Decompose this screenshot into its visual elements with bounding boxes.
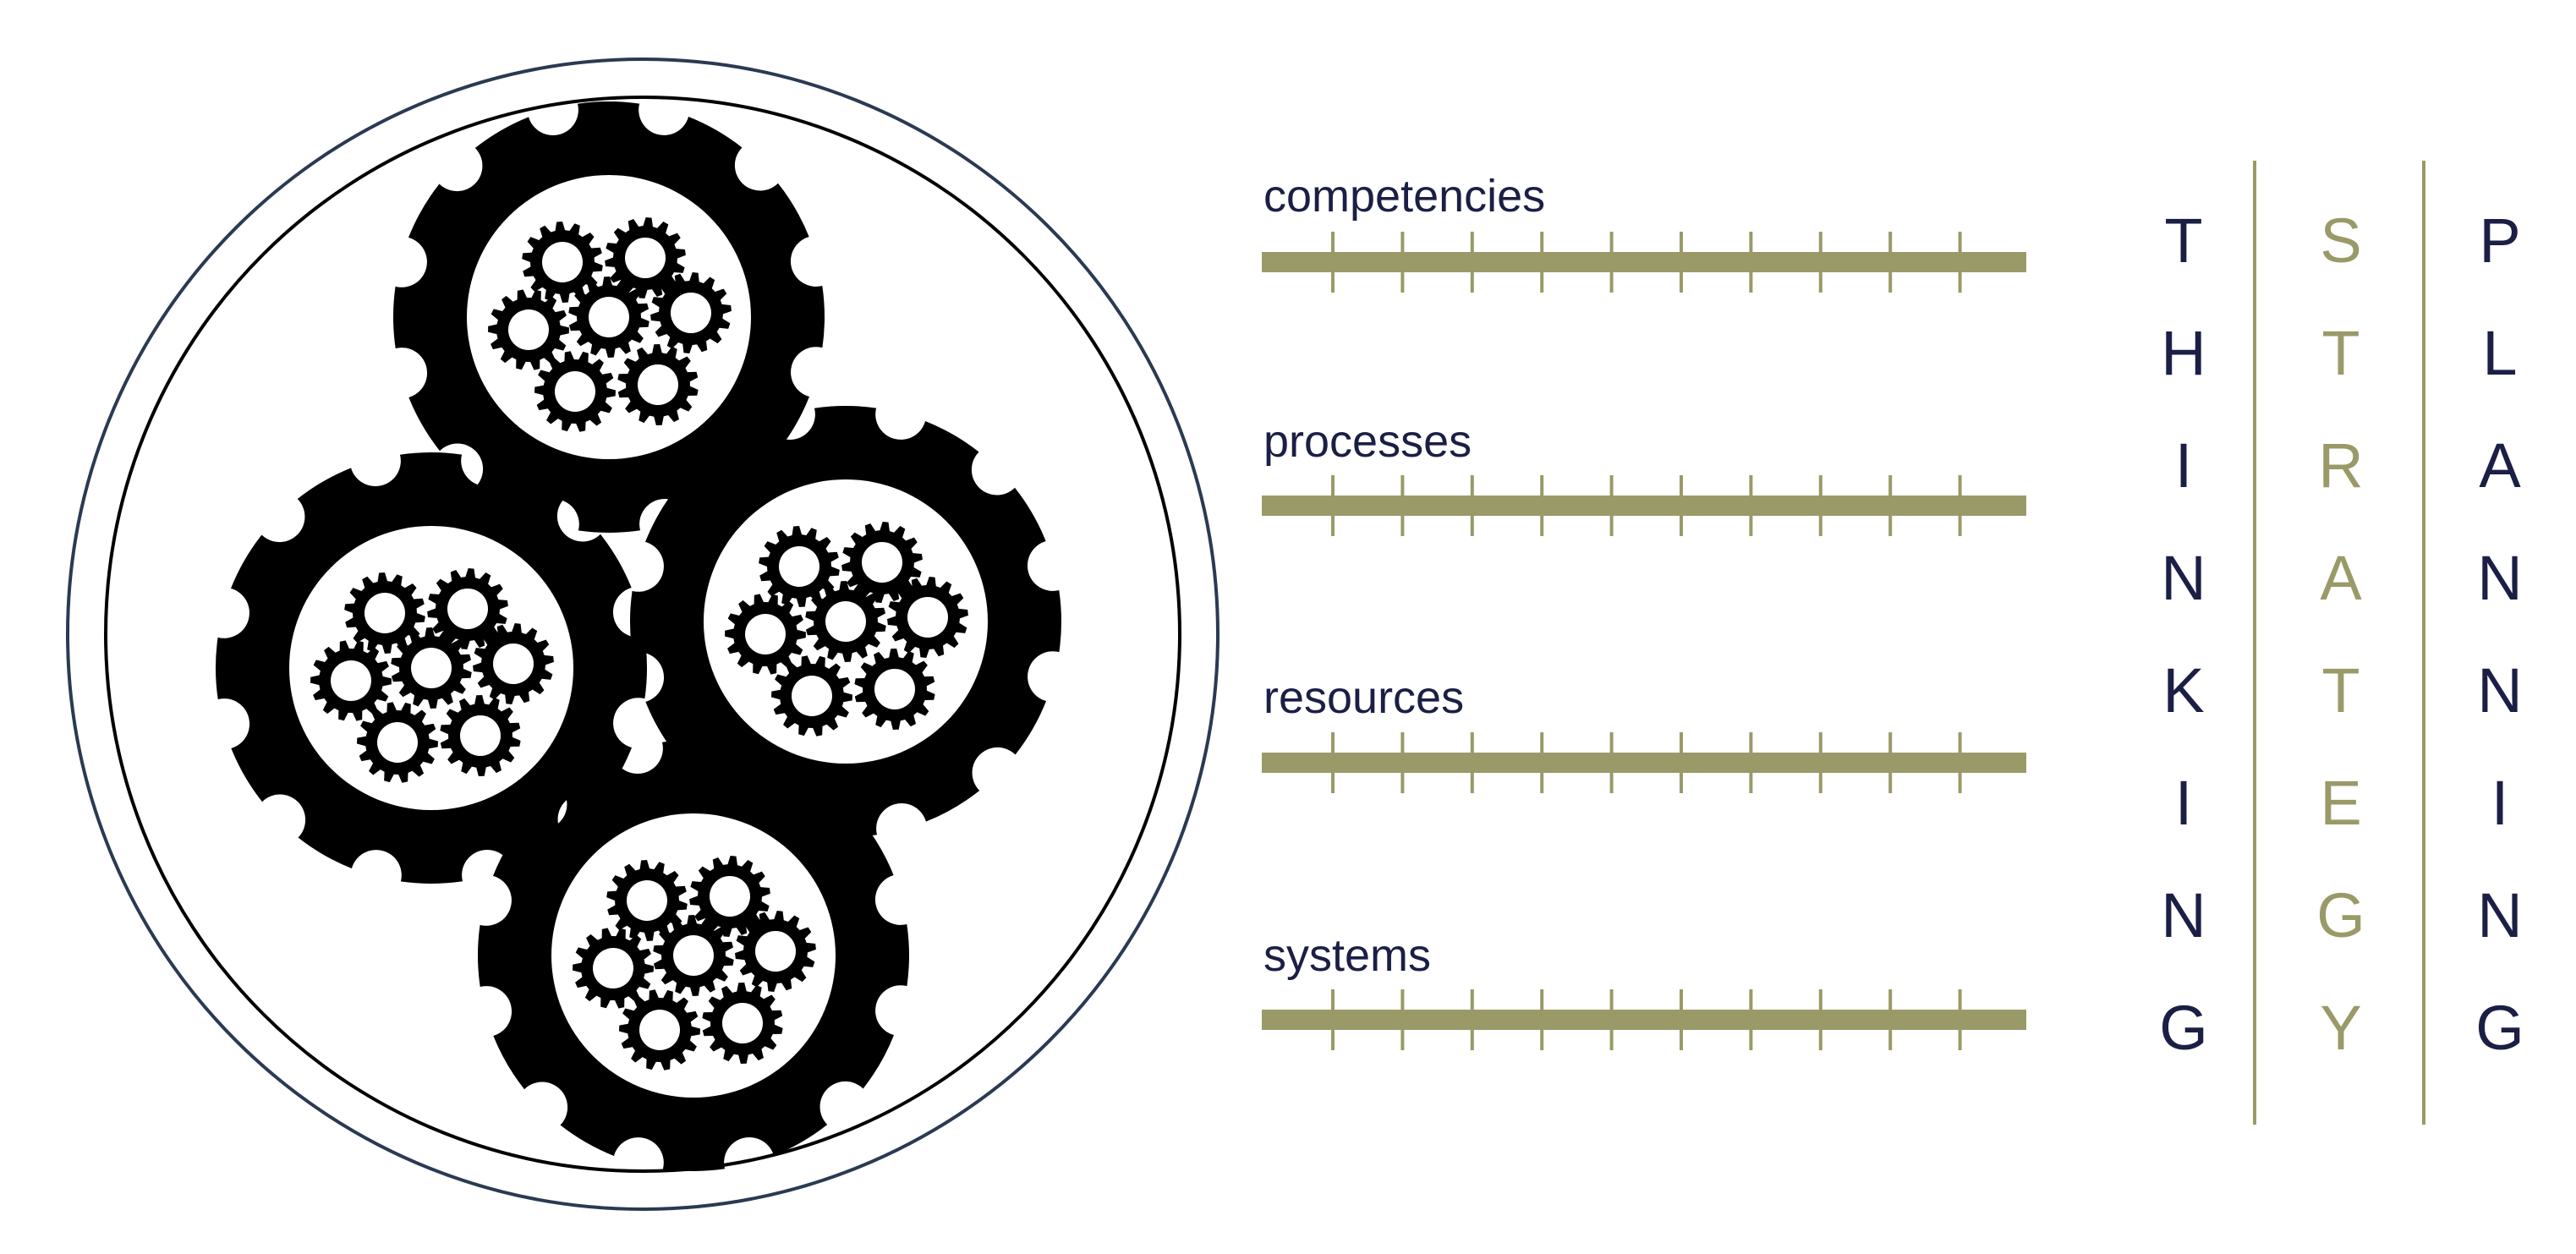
bar-label-systems: systems <box>1263 930 1431 981</box>
column-letter-planning: A <box>2479 430 2521 501</box>
column-letter-planning: N <box>2477 543 2522 613</box>
bar-label-competencies: competencies <box>1263 171 1545 222</box>
timeline-bar <box>1262 1010 2026 1030</box>
column-letter-thinking: I <box>2175 430 2193 501</box>
inner-ring <box>104 96 1181 1173</box>
bar-label-resources: resources <box>1263 672 1464 723</box>
column-letter-planning: L <box>2482 318 2517 388</box>
column-letter-thinking: I <box>2175 768 2193 838</box>
timeline-bar <box>1262 753 2026 773</box>
bars-layer <box>1262 232 2026 1050</box>
column-letter-strategy: A <box>2320 543 2362 613</box>
column-letter-strategy: R <box>2318 430 2363 501</box>
column-letter-thinking: G <box>2159 993 2208 1063</box>
column-letter-thinking: K <box>2162 655 2204 726</box>
column-letter-strategy: S <box>2320 205 2361 276</box>
gear-cluster-icon <box>215 101 1062 1172</box>
column-letter-planning: I <box>2491 768 2509 838</box>
big-gear-icon <box>629 405 1062 838</box>
column-letter-strategy: T <box>2321 318 2360 388</box>
column-letter-thinking: T <box>2164 205 2202 276</box>
column-letter-strategy: T <box>2321 655 2360 726</box>
column-letter-planning: N <box>2477 655 2522 726</box>
timeline-bar <box>1262 496 2026 516</box>
column-letter-thinking: N <box>2161 543 2206 613</box>
timeline-bar <box>1262 252 2026 272</box>
column-letter-planning: N <box>2477 880 2522 950</box>
column-letter-strategy: Y <box>2320 993 2361 1063</box>
outer-ring <box>66 57 1219 1211</box>
column-letter-planning: P <box>2479 205 2520 276</box>
big-gear-icon <box>392 101 825 534</box>
column-letter-strategy: G <box>2316 880 2365 950</box>
column-letter-thinking: N <box>2161 880 2206 950</box>
column-letter-planning: G <box>2475 993 2524 1063</box>
column-letter-thinking: H <box>2161 318 2206 388</box>
big-gear-icon <box>477 739 910 1172</box>
big-gear-icon <box>215 452 648 884</box>
bar-label-processes: processes <box>1263 416 1472 467</box>
column-letter-strategy: E <box>2320 768 2361 838</box>
